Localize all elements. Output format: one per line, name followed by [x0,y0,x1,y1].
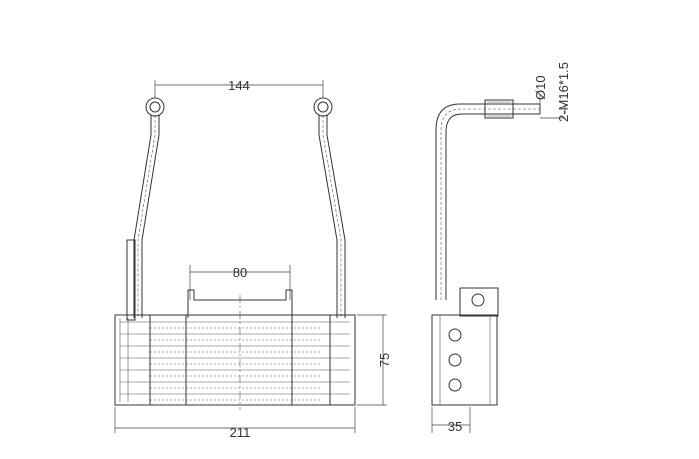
side-ports [448,328,462,392]
side-bracket [459,287,499,317]
dim-80: 80 [189,265,291,300]
dim-144-label: 144 [228,78,250,93]
side-pipe [435,103,540,300]
side-view: 35 Ø10 2-M16*1.5 [431,62,571,434]
dim-75-label: 75 [377,353,392,367]
dim-211: 211 [114,407,356,440]
cooler-fins [119,295,350,410]
dim-80-label: 80 [233,265,247,280]
dim-35: 35 [431,407,471,434]
dim-75: 75 [357,314,392,406]
pipe-diameter-label: Ø10 [533,75,548,100]
left-pipe [126,115,160,321]
dim-144: 144 [154,78,324,98]
left-fitting [145,97,165,117]
right-fitting [313,97,333,117]
dim-211-label: 211 [230,425,251,440]
cooler-core [114,314,356,406]
side-core [431,314,498,406]
right-pipe [318,115,346,318]
thread-spec-label: 2-M16*1.5 [556,62,571,122]
dim-35-label: 35 [448,419,462,434]
thread-fitting [484,99,514,119]
front-view: 144 80 75 211 [114,78,392,440]
